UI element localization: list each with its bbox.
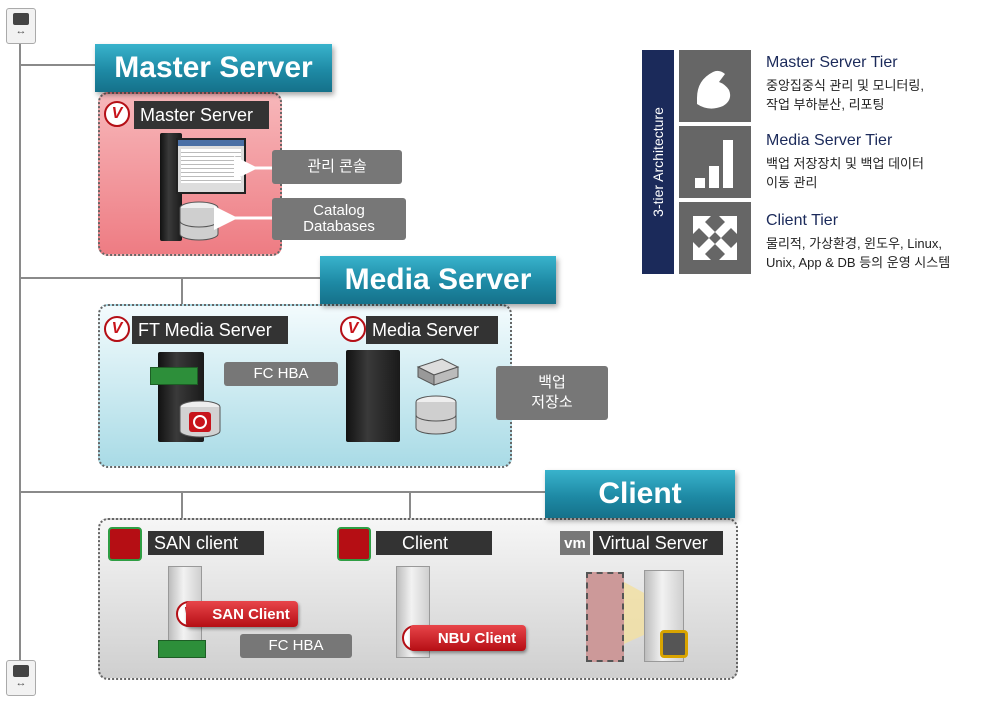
vmware-esx-icon <box>660 630 688 658</box>
network-port-icon: ↔ <box>6 660 36 696</box>
media-server-banner: Media Server <box>320 256 556 304</box>
media-server-label: Media Server <box>366 316 498 344</box>
veritas-logo-icon: V <box>104 101 130 127</box>
vm-projection-shape <box>624 582 646 644</box>
san-client-badge: SAN Client <box>186 601 298 627</box>
legend-desc-client: 물리적, 가상환경, 윈도우, Linux, Unix, App & DB 등의… <box>766 236 951 270</box>
fc-hba-card-icon <box>150 367 198 385</box>
management-console-label: 관리 콘솔 <box>272 150 402 184</box>
network-port-icon: ↔ <box>6 8 36 44</box>
master-server-banner: Master Server <box>95 44 332 92</box>
legend-title-master: Master Server Tier <box>766 54 898 71</box>
veritas-logo-icon: V <box>340 316 366 342</box>
nbu-client-badge: NBU Client <box>410 625 526 651</box>
ft-media-server-label: FT Media Server <box>132 316 288 344</box>
fc-hba-label: FC HBA <box>224 362 338 386</box>
client-banner: Client <box>545 470 735 518</box>
virtual-server-label: Virtual Server <box>593 531 723 555</box>
netbackup-icon <box>108 527 142 561</box>
fc-hba-label: FC HBA <box>240 634 352 658</box>
legend-desc-media: 백업 저장장치 및 백업 데이터 이동 관리 <box>766 156 924 190</box>
legend-vertical-bar <box>642 50 674 274</box>
backup-storage-label: 백업 저장소 <box>496 366 608 420</box>
client-label: Client <box>376 531 492 555</box>
database-icon <box>179 201 219 241</box>
netbackup-icon <box>337 527 371 561</box>
catalog-databases-label: Catalog Databases <box>272 198 406 240</box>
tape-drive-icon <box>416 358 460 386</box>
database-icon <box>415 395 457 435</box>
legend-vertical-title: 3-tier Architecture <box>650 107 666 217</box>
media-server-tower <box>346 350 400 442</box>
expand-arrows-icon <box>679 202 751 274</box>
legend-title-media: Media Server Tier <box>766 132 893 149</box>
monitor-screen <box>176 138 246 194</box>
flexed-arm-icon <box>679 50 751 122</box>
vmware-logo: vm <box>560 531 590 555</box>
master-server-label: Master Server <box>134 101 269 129</box>
database-icon <box>179 400 221 438</box>
fc-hba-card-icon <box>158 640 206 658</box>
signal-bars-icon <box>679 126 751 198</box>
virtual-machines-icon <box>586 572 624 662</box>
veritas-logo-icon: V <box>104 316 130 342</box>
legend-desc-master: 중앙집중식 관리 및 모니터링, 작업 부하분산, 리포팅 <box>766 78 924 112</box>
san-client-label: SAN client <box>148 531 264 555</box>
legend-title-client: Client Tier <box>766 212 839 229</box>
